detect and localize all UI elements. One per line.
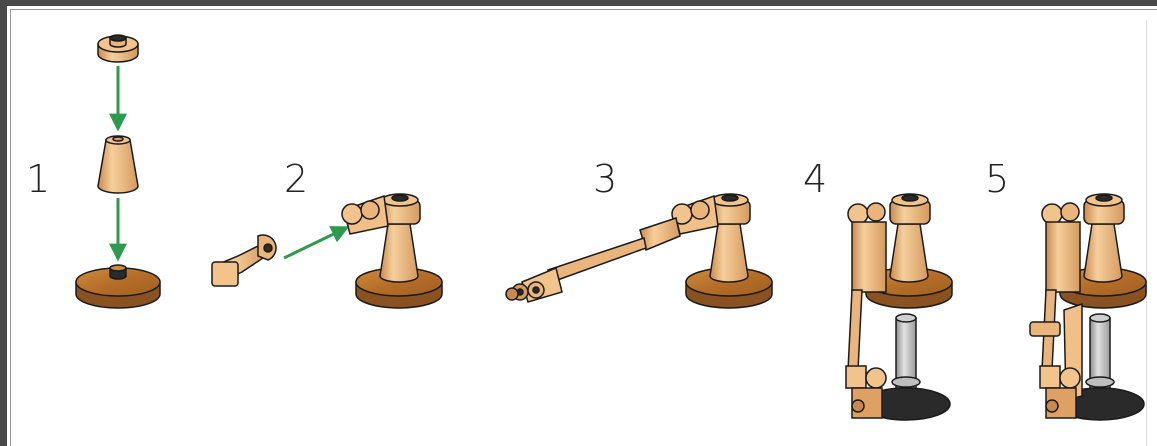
base-with-hinge — [342, 194, 442, 308]
base-plate-part — [76, 265, 160, 308]
step-5-assembly — [1030, 194, 1146, 420]
step-1-assembly — [76, 35, 160, 308]
arrow-clip — [284, 228, 346, 258]
clip-part — [212, 235, 276, 286]
base-with-arm — [506, 194, 772, 308]
step-4-assembly — [846, 194, 952, 420]
cone-part — [98, 136, 138, 193]
round-plate-part — [98, 35, 138, 62]
step-3-assembly — [506, 194, 772, 308]
step-2-assembly — [212, 194, 442, 308]
